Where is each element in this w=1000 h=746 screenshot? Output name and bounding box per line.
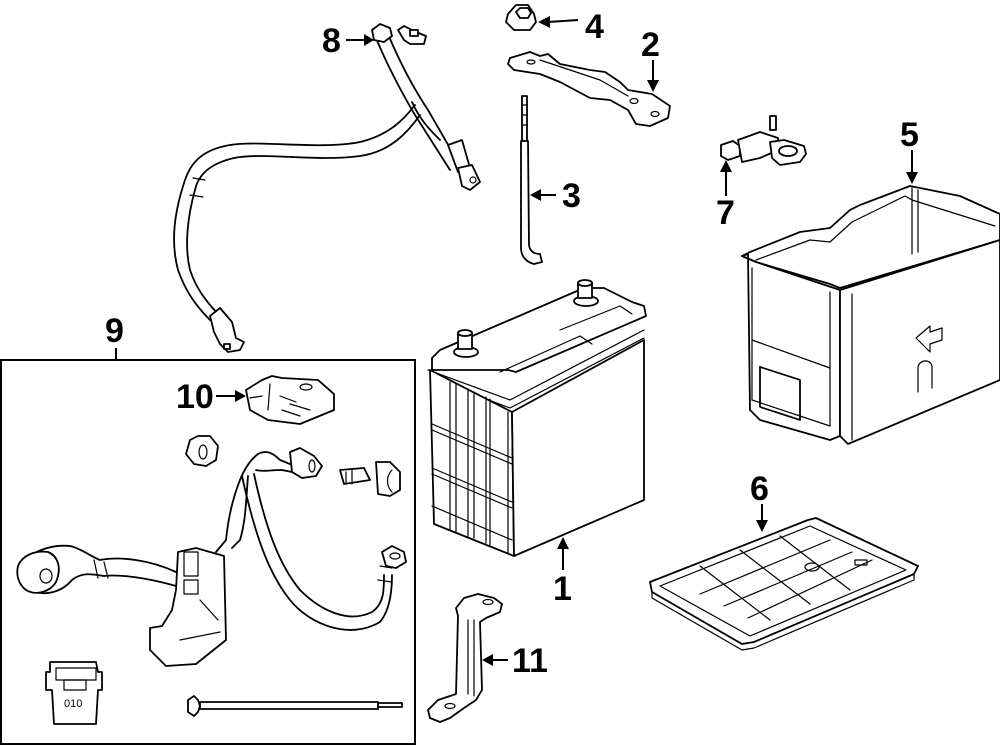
- callout-1[interactable]: 1: [553, 537, 572, 608]
- part-2-hold-down-bracket[interactable]: [507, 51, 671, 127]
- callout-6[interactable]: 6: [750, 470, 769, 532]
- callout-7[interactable]: 7: [716, 160, 735, 232]
- connector-clip: 010: [45, 661, 103, 725]
- svg-text:8: 8: [322, 22, 341, 60]
- svg-text:6: 6: [750, 470, 769, 508]
- svg-text:10: 10: [176, 378, 214, 416]
- assembly-frame: [0, 359, 416, 745]
- svg-text:11: 11: [512, 642, 548, 680]
- svg-text:4: 4: [585, 8, 604, 46]
- svg-text:2: 2: [641, 26, 660, 64]
- callout-9[interactable]: 9: [105, 312, 124, 350]
- connector-text: 010: [64, 698, 82, 710]
- callout-10[interactable]: 10: [176, 378, 246, 416]
- part-1-battery[interactable]: [427, 279, 647, 557]
- part-6-battery-tray[interactable]: [649, 517, 919, 651]
- svg-text:5: 5: [900, 116, 919, 154]
- part-3-hold-down-rod[interactable]: [520, 95, 543, 265]
- part-5-battery-box[interactable]: [741, 185, 1000, 445]
- callout-5[interactable]: 5: [900, 116, 919, 184]
- callout-11[interactable]: 11: [482, 642, 548, 680]
- callout-4[interactable]: 4: [538, 8, 604, 46]
- part-10-sensor[interactable]: [245, 375, 335, 425]
- part-7-terminal[interactable]: [720, 115, 807, 166]
- svg-text:7: 7: [716, 194, 735, 232]
- svg-text:1: 1: [553, 570, 572, 608]
- part-8-positive-cable[interactable]: [173, 23, 481, 353]
- svg-text:9: 9: [105, 312, 124, 350]
- callout-8[interactable]: 8: [322, 22, 374, 60]
- part-11-support-bracket[interactable]: [427, 593, 503, 723]
- callout-2[interactable]: 2: [641, 26, 660, 92]
- cable-tie: [187, 695, 403, 717]
- svg-text:3: 3: [562, 177, 581, 215]
- part-9-negative-cable-assembly[interactable]: 010: [0, 348, 416, 745]
- part-4-nut[interactable]: [505, 4, 537, 31]
- callout-3[interactable]: 3: [530, 177, 581, 215]
